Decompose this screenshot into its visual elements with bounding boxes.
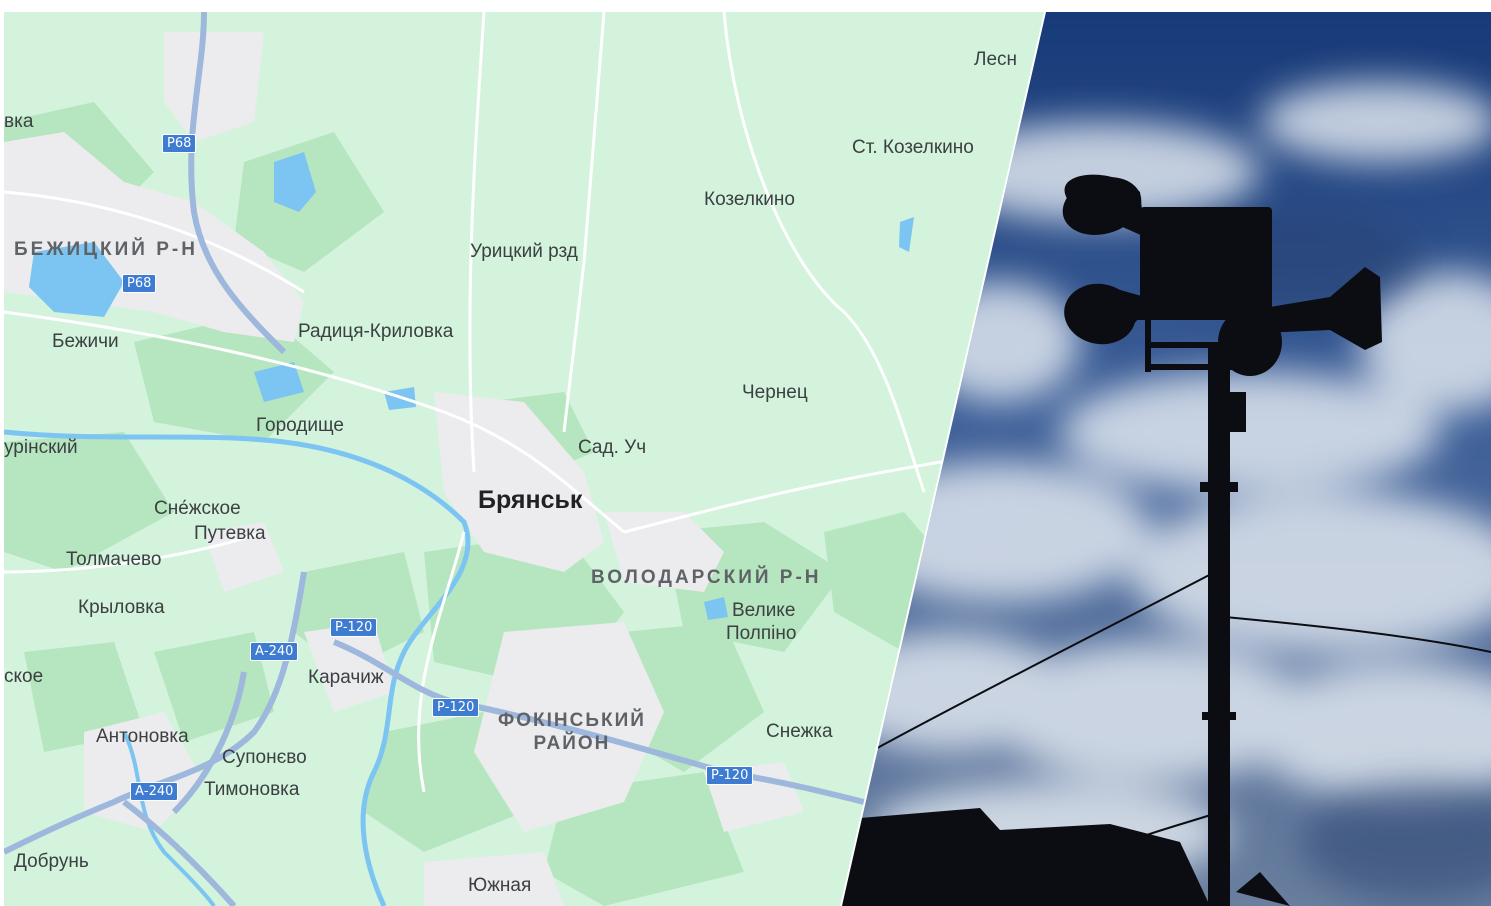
road-shield: Р68: [122, 274, 157, 293]
siren-photo: [842, 12, 1491, 906]
place-label: Сне́жское: [154, 498, 241, 519]
road-shield: Р-120: [330, 618, 378, 637]
place-label: Путевка: [194, 523, 266, 544]
place-label: вка: [4, 111, 34, 132]
place-label: Крыловка: [78, 597, 165, 618]
map-panel[interactable]: Брянськ БЕЖИЦКИЙ Р-Н ВОЛОДАРСКИЙ Р-Н ФОК…: [4, 12, 1044, 906]
map-base: [4, 12, 1044, 906]
road-shield: Р-120: [432, 698, 480, 717]
place-label: Лесн: [974, 49, 1018, 70]
district-label-volodarskyi: ВОЛОДАРСКИЙ Р-Н: [591, 567, 822, 588]
place-label: ское: [4, 666, 44, 687]
place-label: Велике: [732, 600, 796, 621]
place-label: Сад. Уч: [578, 437, 647, 458]
city-label: Брянськ: [478, 486, 583, 514]
place-label: Толмачево: [66, 549, 162, 570]
place-label: Снежка: [766, 721, 833, 742]
place-label: Ст. Козелкино: [852, 137, 974, 158]
place-label: Супонєво: [222, 747, 307, 768]
place-label: Полпіно: [726, 623, 797, 644]
place-label: Антоновка: [96, 726, 189, 747]
place-label: Тимоновка: [204, 779, 300, 800]
photo-panel: [842, 12, 1491, 906]
road-shield: А-240: [130, 782, 179, 801]
place-label: Карачиж: [308, 667, 384, 688]
place-label: Городище: [256, 415, 344, 436]
place-label: Бежичи: [52, 331, 119, 352]
place-label: Радиця-Криловка: [298, 321, 454, 342]
road-shield: А-240: [250, 642, 299, 661]
place-label: Чернец: [742, 382, 808, 403]
district-label-bezhytskyi: БЕЖИЦКИЙ Р-Н: [14, 239, 198, 260]
place-label: урінский: [4, 437, 78, 458]
district-label-fokinskyi: ФОКІНСЬКИЙ РАЙОН: [498, 710, 646, 754]
place-label: Южная: [468, 875, 532, 896]
place-label: Козелкино: [704, 189, 795, 210]
place-label: Урицкий рзд: [470, 241, 578, 262]
road-shield: Р-120: [706, 766, 754, 785]
place-label: Добрунь: [14, 851, 89, 872]
road-shield: Р68: [162, 134, 197, 153]
